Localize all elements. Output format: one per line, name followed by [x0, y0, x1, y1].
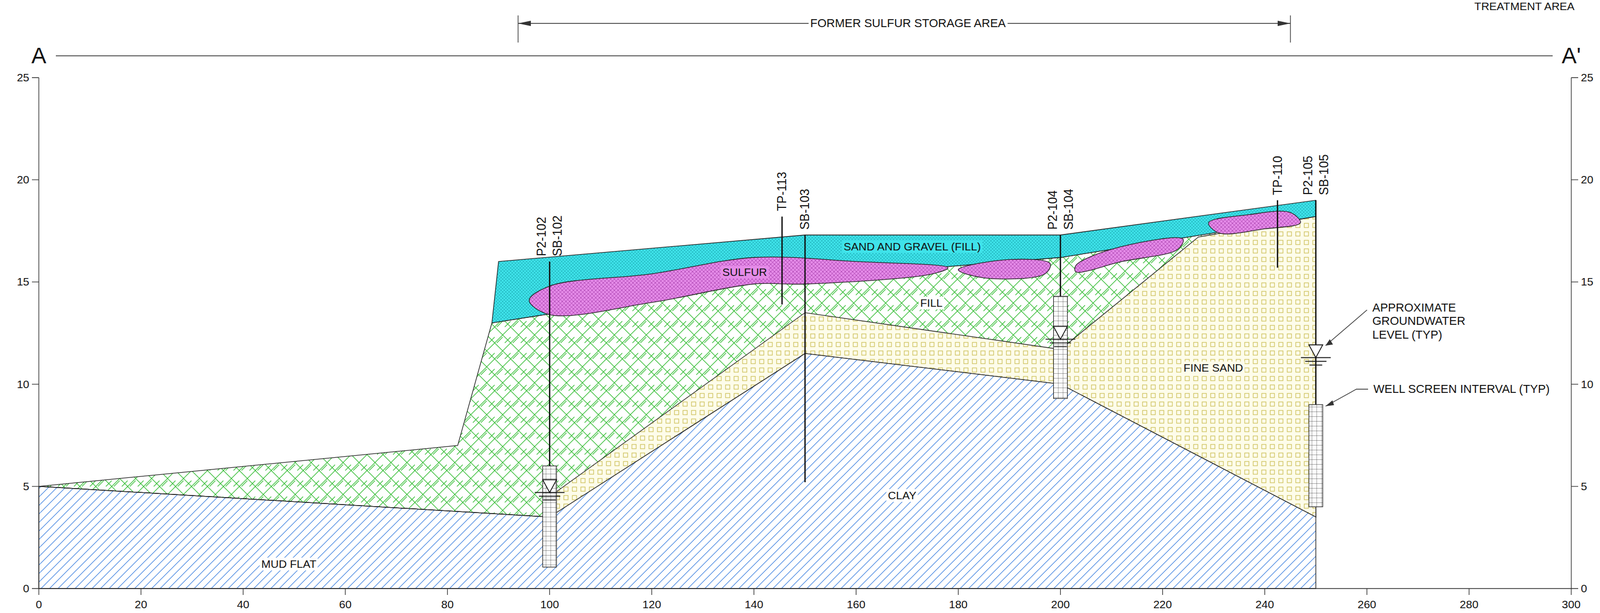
- elevation-label: 10: [1580, 378, 1594, 391]
- groundwater-triangle: [1309, 345, 1323, 358]
- soil-layers: [38, 200, 1316, 589]
- layer-label: CLAY: [886, 489, 918, 503]
- boring-label: SB-103: [797, 188, 812, 230]
- dimension-line: [518, 15, 1291, 43]
- distance-label: 80: [441, 598, 454, 612]
- sulfur-lens: [529, 256, 948, 316]
- borings: [534, 200, 1331, 568]
- well-screen: [1053, 296, 1068, 399]
- layer-label: MUD FLAT: [259, 557, 318, 571]
- layer-label: FILL: [918, 296, 945, 310]
- groundwater-symbol: [1301, 345, 1331, 366]
- dimension-label: FORMER SULFUR STORAGE AREA: [808, 16, 1008, 30]
- groundwater-triangle: [542, 479, 557, 493]
- groundwater-symbol: [534, 479, 565, 500]
- distance-label: 300: [1561, 598, 1581, 612]
- boring-label: P2-104: [1045, 190, 1060, 230]
- frame: [31, 15, 1579, 596]
- distance-label: 60: [338, 598, 352, 612]
- elevation-label: 15: [1580, 275, 1594, 289]
- axis-line: [38, 77, 1572, 589]
- clay-layer: [38, 353, 1316, 589]
- distance-label: 240: [1255, 598, 1274, 612]
- elevation-label: 10: [17, 378, 30, 391]
- section-marker: A: [31, 43, 47, 69]
- distance-label: 0: [35, 598, 43, 612]
- elevation-label: 15: [17, 275, 30, 289]
- callout-label: WELL SCREEN INTERVAL (TYP): [1373, 382, 1550, 396]
- callout-label: APPROXIMATE GROUNDWATER LEVEL (TYP): [1372, 301, 1485, 342]
- section-marker: A': [1561, 43, 1581, 69]
- elevation-label: 0: [22, 582, 30, 596]
- groundwater-triangle: [1053, 326, 1068, 340]
- leader-arrows: [1325, 339, 1335, 407]
- boring-line: [1276, 200, 1279, 269]
- elevation-label: 5: [1580, 480, 1588, 494]
- boring-label: SB-104: [1061, 188, 1075, 230]
- distance-label: 220: [1153, 598, 1172, 612]
- distance-label: 100: [540, 598, 560, 612]
- boring-label: P2-102: [534, 217, 549, 257]
- elevation-label: 25: [1580, 71, 1594, 85]
- well-screen: [542, 465, 557, 568]
- elevation-label: 0: [1580, 582, 1588, 596]
- mud-flat-line: [38, 486, 550, 518]
- sulfur-lens: [1074, 237, 1183, 273]
- distance-label: 40: [236, 598, 249, 612]
- well-screen: [1309, 404, 1323, 507]
- leader-line: [1325, 310, 1368, 346]
- area-label: TREATMENT AREA: [1474, 0, 1575, 13]
- elevation-label: 20: [17, 173, 30, 187]
- distance-label: 260: [1357, 598, 1377, 612]
- boring-label: TP-113: [775, 172, 789, 212]
- distance-label: 160: [846, 598, 866, 612]
- elevation-label: 5: [22, 480, 30, 494]
- layer-label: SULFUR: [720, 265, 769, 279]
- elevation-label: 25: [17, 71, 30, 85]
- distance-label: 120: [642, 598, 662, 612]
- sulfur-lens: [1208, 211, 1301, 235]
- distance-label: 280: [1459, 598, 1479, 612]
- boring-label: SB-105: [1317, 154, 1331, 196]
- sulfur-lens: [958, 259, 1052, 280]
- layer-label: FINE SAND: [1181, 361, 1245, 375]
- layer-label: SAND AND GRAVEL (FILL): [842, 240, 983, 254]
- boring-label: TP-110: [1270, 155, 1285, 196]
- groundwater-lines: [534, 492, 565, 500]
- boring-line: [804, 235, 806, 483]
- axis-ticks: [31, 77, 1579, 596]
- boring-label: P2-105: [1301, 155, 1315, 195]
- section-line: [55, 55, 1553, 57]
- groundwater-lines: [1301, 357, 1331, 366]
- groundwater-symbol: [1045, 326, 1076, 347]
- distance-label: 20: [134, 598, 147, 612]
- distance-label: 140: [744, 598, 764, 612]
- elevation-label: 20: [1580, 173, 1594, 187]
- boring-label: SB-102: [550, 215, 565, 257]
- groundwater-lines: [1045, 339, 1076, 347]
- distance-label: 200: [1051, 598, 1070, 612]
- distance-label: 180: [948, 598, 968, 612]
- boring-line: [781, 216, 783, 305]
